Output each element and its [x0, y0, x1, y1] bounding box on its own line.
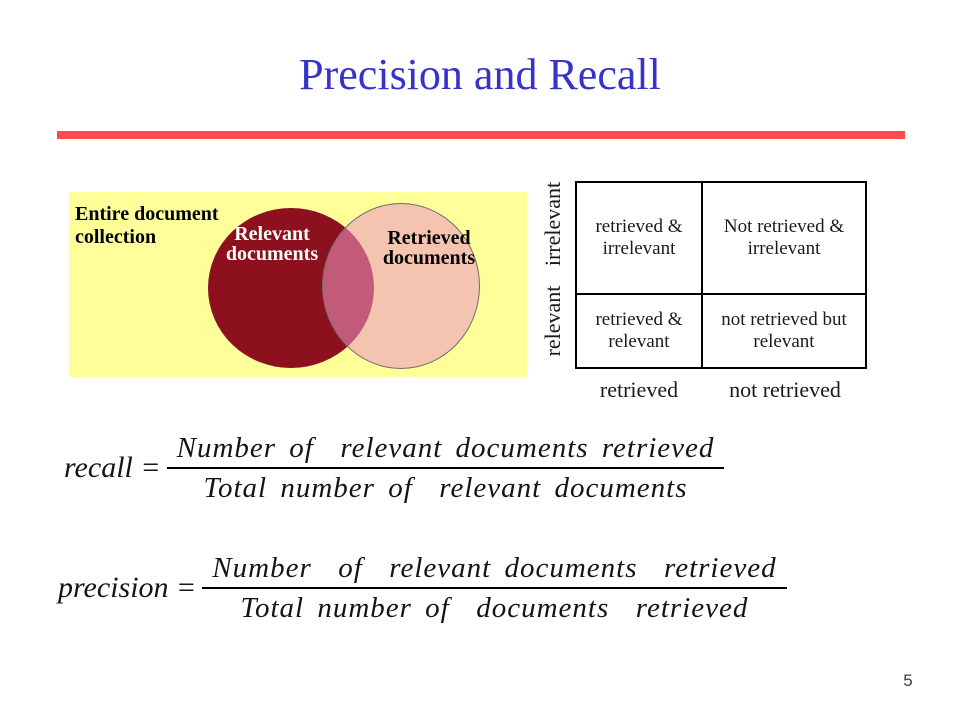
precision-denominator: Total number of documents retrieved [240, 592, 749, 624]
retrieved-documents-circle [322, 203, 480, 369]
cell-retrieved-irrelevant: retrieved & irrelevant [577, 183, 703, 295]
cell-retrieved-relevant: retrieved & relevant [577, 295, 703, 367]
retrieved-circle-label: Retrieved documents [382, 227, 476, 269]
title-underline-rule [57, 131, 905, 139]
recall-formula: recall = Number of relevant documents re… [64, 429, 725, 507]
cell-not-retrieved-relevant: not retrieved but relevant [721, 309, 847, 352]
cell-not-retrieved-irrelevant: Not retrieved & irrelevant [703, 183, 865, 295]
precision-label: precision = [58, 571, 197, 604]
fraction-bar [202, 587, 787, 589]
recall-denominator: Total number of relevant documents [203, 472, 688, 504]
row-label-irrelevant: irrelevant [540, 181, 565, 267]
recall-numerator: Number of relevant documents retrieved [176, 432, 715, 464]
recall-label: recall = [64, 451, 161, 484]
contingency-table: retrieved & irrelevant Not retrieved & i… [575, 181, 867, 369]
collection-label: Entire document collection [75, 203, 219, 248]
precision-numerator: Number of relevant documents retrieved [212, 552, 777, 584]
relevant-circle-label: Relevant documents [225, 223, 319, 265]
row-label-relevant: relevant [540, 285, 565, 357]
recall-fraction: Number of relevant documents retrieved T… [166, 429, 725, 507]
col-label-retrieved: retrieved [599, 377, 679, 402]
column-labels: retrieved not retrieved [575, 377, 867, 403]
col-label-not-retrieved: not retrieved [729, 377, 841, 402]
fraction-bar [166, 467, 725, 469]
page-number: 5 [903, 671, 913, 690]
precision-formula: precision = Number of relevant documents… [58, 549, 787, 627]
page-title: Precision and Recall [299, 50, 661, 99]
precision-fraction: Number of relevant documents retrieved T… [202, 549, 787, 627]
document-collection-panel: Entire document collection Relevant docu… [69, 192, 527, 377]
